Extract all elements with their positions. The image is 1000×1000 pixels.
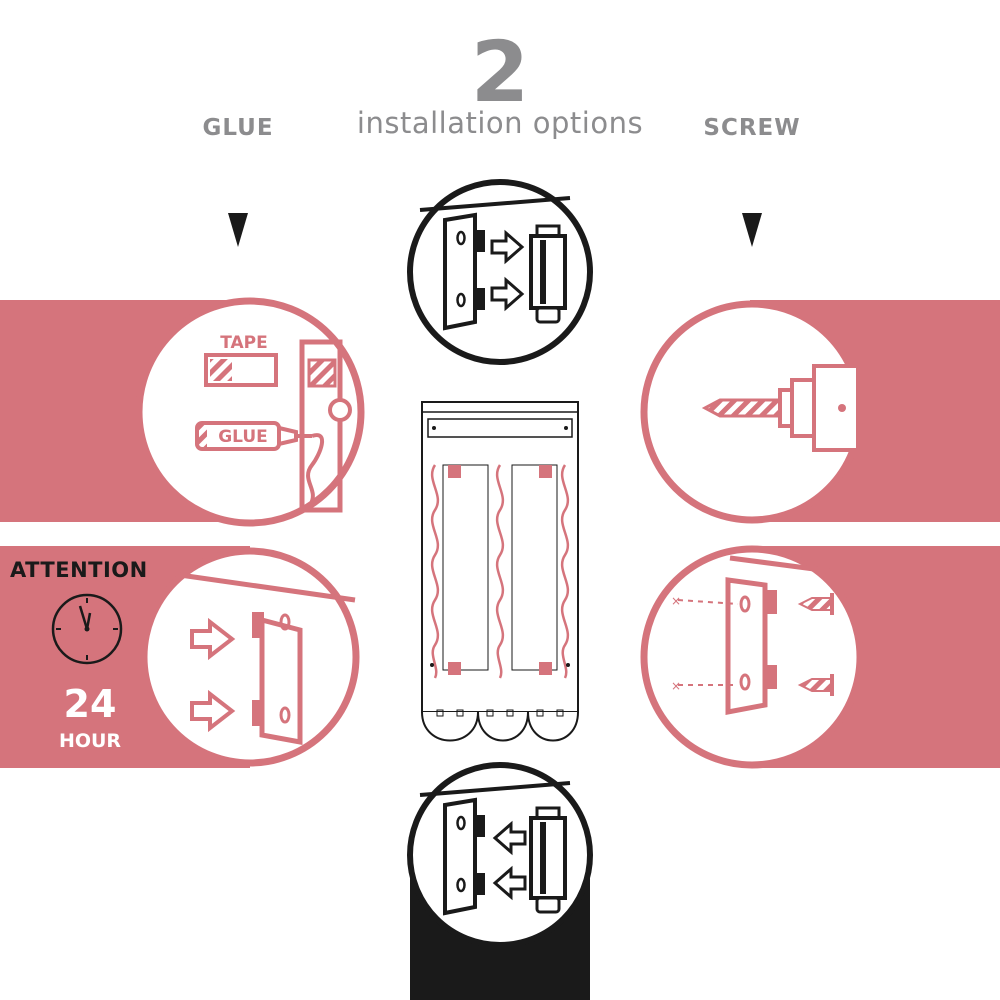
glue-tube-label: GLUE (218, 427, 268, 447)
glue-tape-circle (135, 297, 365, 527)
tape-label: TAPE (220, 333, 268, 353)
attention-hours: 24 (63, 682, 117, 726)
screw-down-arrow-icon (742, 213, 762, 247)
press-arrow-icon (190, 617, 236, 661)
screw-icon (797, 674, 834, 696)
press-arrow-icon (190, 689, 236, 733)
slide-arrow-icon (492, 865, 527, 901)
glue-tube-icon (195, 421, 312, 451)
center-mount-circle-bottom (407, 762, 593, 1000)
option-count: 2 (470, 23, 530, 121)
svg-text:×: × (671, 679, 681, 693)
slide-arrow-icon (490, 229, 525, 265)
clock-icon (51, 593, 123, 665)
svg-text:×: × (671, 594, 681, 608)
screw-mount-circle: × × (640, 545, 864, 769)
screw-option-label: SCREW (703, 115, 801, 141)
screw-drill-circle (640, 300, 864, 524)
glue-down-arrow-icon (228, 213, 248, 247)
attention-hours-unit: HOUR (58, 730, 122, 752)
slide-arrow-icon (490, 276, 525, 312)
slide-arrow-icon (492, 820, 527, 856)
glue-option-label: GLUE (202, 115, 274, 141)
center-mount-circle-top (407, 179, 593, 365)
dispenser-back-panel (421, 401, 579, 742)
glue-press-circle (140, 547, 360, 767)
page-subtitle: installation options (356, 106, 644, 140)
screw-icon (797, 593, 834, 615)
attention-title: ATTENTION (10, 558, 148, 582)
